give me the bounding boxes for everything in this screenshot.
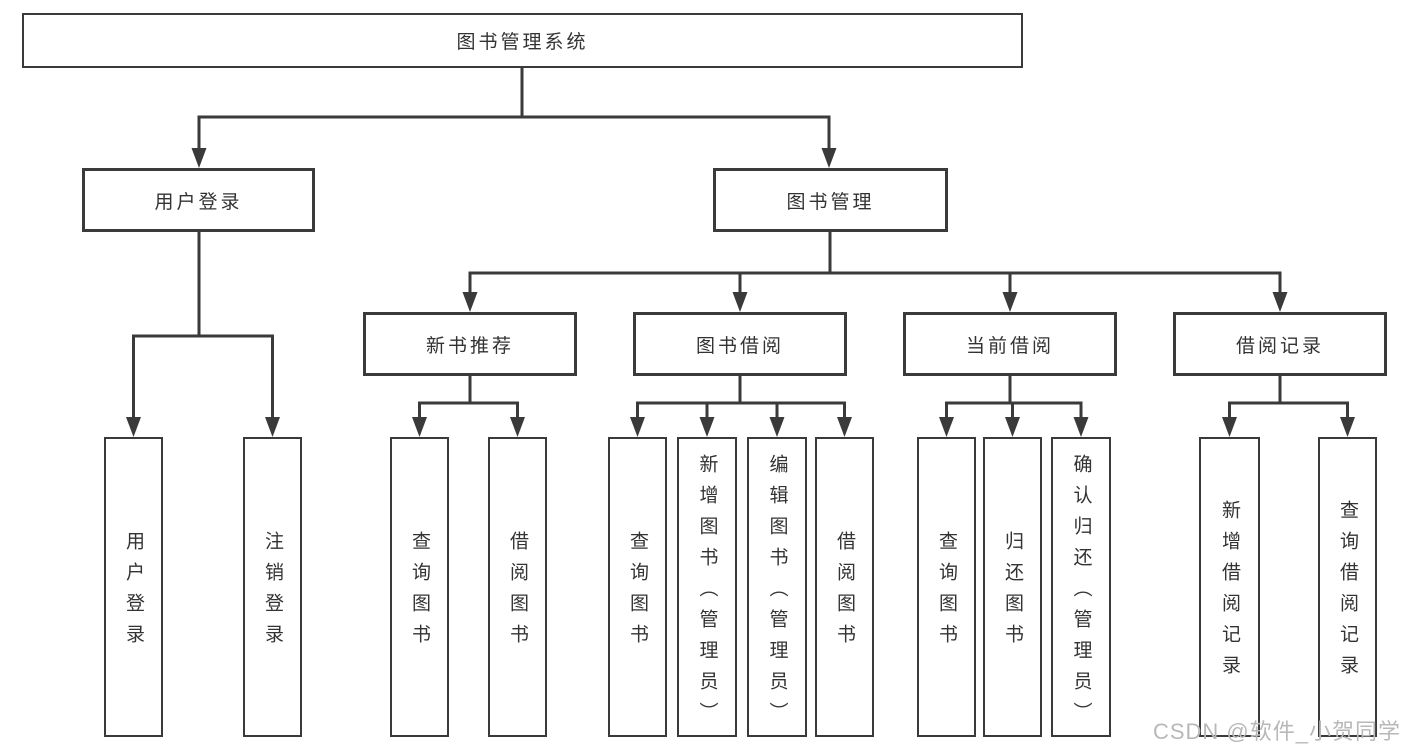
- arrow-head-icon: [769, 417, 785, 437]
- arrow-head-icon: [412, 417, 427, 437]
- node-label: 借阅记录: [1235, 335, 1324, 357]
- node-label: 用户登录: [154, 191, 243, 213]
- arrow-head-icon: [732, 292, 748, 312]
- node-label: 新增借阅记录: [1219, 500, 1240, 686]
- node-label: 编辑图书（管理员）: [766, 453, 788, 733]
- node-label: 新增图书（管理员）: [696, 453, 718, 733]
- node-label: 新书推荐: [425, 335, 514, 357]
- node-leaf-query-book-2: 查询图书: [608, 437, 667, 737]
- node-leaf-add-book: 新增图书（管理员）: [677, 437, 737, 737]
- node-leaf-query-record: 查询借阅记录: [1318, 437, 1377, 737]
- arrow-head-icon: [1002, 292, 1018, 312]
- node-leaf-return-book: 归还图书: [983, 437, 1042, 737]
- node-label: 查询借阅记录: [1337, 500, 1358, 686]
- arrow-head-icon: [1222, 417, 1237, 437]
- arrow-head-icon: [265, 417, 280, 437]
- arrow-head-icon: [837, 417, 852, 437]
- watermark: CSDN @软件_小贺同学: [1152, 719, 1401, 744]
- arrow-head-icon: [191, 148, 207, 168]
- node-leaf-borrow-book-1: 借阅图书: [488, 437, 547, 737]
- node-current-borrow: 当前借阅: [903, 312, 1117, 376]
- node-borrow-records: 借阅记录: [1173, 312, 1387, 376]
- arrow-head-icon: [1272, 292, 1288, 312]
- node-leaf-confirm-return: 确认归还（管理员）: [1051, 437, 1111, 737]
- connector: [1222, 376, 1355, 437]
- arrow-head-icon: [821, 148, 837, 168]
- arrow-head-icon: [510, 417, 525, 437]
- arrow-head-icon: [699, 417, 715, 437]
- connector: [939, 376, 1089, 437]
- arrow-head-icon: [1340, 417, 1355, 437]
- connector: [126, 232, 280, 437]
- connector: [412, 376, 525, 437]
- node-label: 查询图书: [409, 531, 430, 655]
- node-label: 归还图书: [1002, 531, 1023, 655]
- node-label: 确认归还（管理员）: [1070, 453, 1092, 733]
- node-root: 图书管理系统: [22, 13, 1023, 68]
- node-leaf-query-book-1: 查询图书: [390, 437, 449, 737]
- connector: [462, 232, 1288, 312]
- node-leaf-logout: 注销登录: [243, 437, 302, 737]
- node-leaf-query-book-3: 查询图书: [917, 437, 976, 737]
- arrow-head-icon: [630, 417, 645, 437]
- node-label: 借阅图书: [507, 531, 528, 655]
- node-label: 图书借阅: [695, 335, 784, 357]
- node-label: 借阅图书: [834, 531, 855, 655]
- connector: [630, 376, 852, 437]
- node-user-login: 用户登录: [82, 168, 315, 232]
- node-label: 注销登录: [262, 531, 283, 655]
- node-label: 查询图书: [627, 531, 648, 655]
- node-label: 查询图书: [936, 531, 957, 655]
- node-book-borrow: 图书借阅: [633, 312, 847, 376]
- connector: [191, 68, 837, 168]
- node-leaf-edit-book: 编辑图书（管理员）: [747, 437, 807, 737]
- node-leaf-add-record: 新增借阅记录: [1199, 437, 1260, 737]
- node-new-book-rec: 新书推荐: [363, 312, 577, 376]
- node-book-mgmt: 图书管理: [713, 168, 948, 232]
- node-leaf-borrow-book-2: 借阅图书: [815, 437, 874, 737]
- arrow-head-icon: [462, 292, 478, 312]
- node-label: 图书管理: [786, 191, 875, 213]
- node-label: 用户登录: [123, 531, 144, 655]
- arrow-head-icon: [939, 417, 954, 437]
- arrow-head-icon: [126, 417, 141, 437]
- arrow-head-icon: [1073, 417, 1089, 437]
- node-label: 当前借阅: [965, 335, 1054, 357]
- node-leaf-user-login: 用户登录: [104, 437, 163, 737]
- arrow-head-icon: [1005, 417, 1020, 437]
- node-label: 图书管理系统: [456, 32, 589, 53]
